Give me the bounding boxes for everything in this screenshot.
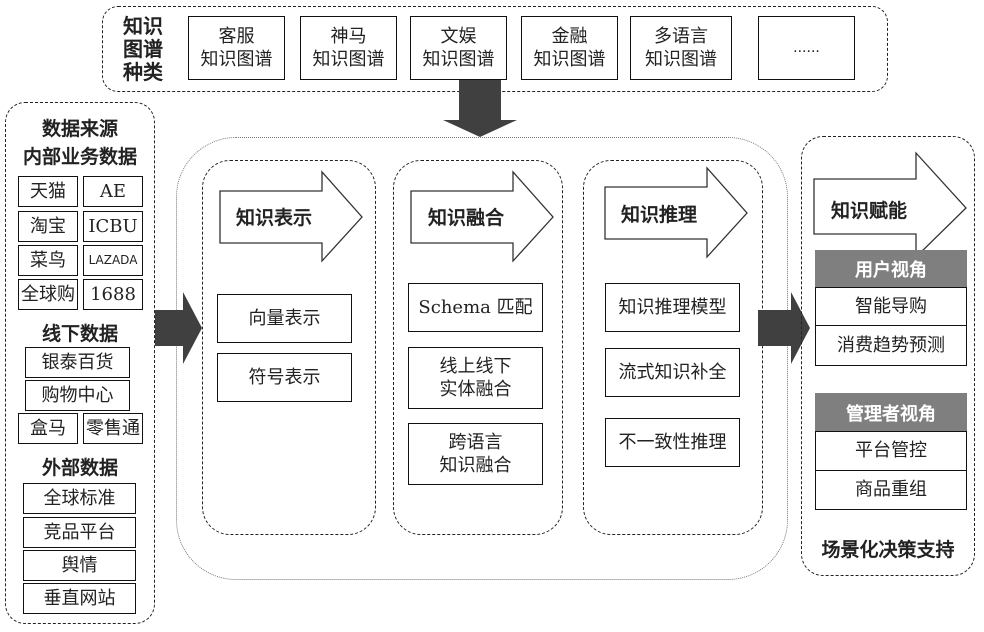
source-icbu[interactable]: ICBU	[83, 211, 143, 242]
source-shopping-center[interactable]: 购物中心	[25, 380, 130, 411]
stage-arrow-icon	[604, 166, 748, 259]
empowerment-arrow-icon	[813, 151, 967, 259]
user-view-smart-shopping[interactable]: 智能导购	[815, 287, 967, 326]
kg-construction-container	[176, 137, 788, 580]
kg-type-finance[interactable]: 金融 知识图谱	[521, 16, 618, 80]
manager-view-product-regroup[interactable]: 商品重组	[815, 470, 967, 510]
kg-type-name: 文娱	[440, 25, 477, 47]
stage-reasoning-panel	[583, 160, 763, 535]
method-vector-representation[interactable]: 向量表示	[217, 294, 352, 343]
external-data-title: 外部数据	[41, 457, 118, 479]
kg-type-customer-service[interactable]: 客服 知识图谱	[188, 16, 285, 80]
kg-type-multilingual[interactable]: 多语言 知识图谱	[630, 16, 732, 80]
stage-representation-panel	[202, 160, 376, 535]
data-sources-title: 数据来源	[41, 118, 118, 140]
source-ae[interactable]: AE	[83, 176, 143, 207]
kg-type-entertainment[interactable]: 文娱 知识图谱	[410, 16, 507, 80]
internal-data-title: 内部业务数据	[22, 146, 137, 168]
method-reasoning-model[interactable]: 知识推理模型	[605, 283, 740, 332]
kg-types-label: 知识 图谱 种类	[123, 14, 163, 84]
source-vertical-sites[interactable]: 垂直网站	[23, 583, 136, 614]
kg-type-name: 多语言	[654, 25, 708, 47]
method-online-offline-entity-fusion[interactable]: 线上线下 实体融合	[408, 347, 543, 409]
user-view-consumption-trend[interactable]: 消费趋势预测	[815, 325, 967, 366]
source-competitor[interactable]: 竞品平台	[23, 517, 136, 548]
empowerment-panel	[801, 136, 975, 576]
method-cross-lingual-fusion[interactable]: 跨语言 知识融合	[408, 423, 543, 485]
stage-fusion-panel	[393, 160, 563, 535]
right-arrow-icon	[758, 292, 810, 364]
manager-view-platform-control[interactable]: 平台管控	[815, 431, 967, 471]
right-arrow-icon	[155, 292, 202, 364]
stage-arrow-icon	[410, 170, 554, 263]
more-ellipsis: ......	[793, 39, 820, 56]
data-sources-panel	[5, 102, 155, 624]
kg-type-suffix: 知识图谱	[312, 49, 385, 70]
source-lst[interactable]: 零售通	[83, 413, 143, 444]
stage-reasoning-title: 知识推理	[621, 204, 698, 226]
method-symbolic-representation[interactable]: 符号表示	[217, 353, 352, 402]
source-cainiao[interactable]: 菜鸟	[18, 245, 78, 276]
method-schema-matching[interactable]: Schema 匹配	[408, 283, 543, 332]
kg-type-shenma[interactable]: 神马 知识图谱	[300, 16, 397, 80]
kg-type-name: 金融	[551, 25, 588, 47]
source-global-buy[interactable]: 全球购	[18, 279, 78, 310]
source-hema[interactable]: 盒马	[18, 413, 78, 444]
source-global-standard[interactable]: 全球标准	[23, 483, 136, 514]
kg-type-suffix: 知识图谱	[645, 49, 717, 70]
source-intime[interactable]: 银泰百货	[25, 347, 130, 378]
offline-data-title: 线下数据	[41, 323, 118, 345]
stage-fusion-title: 知识融合	[428, 207, 505, 229]
source-taobao[interactable]: 淘宝	[18, 211, 78, 242]
user-view-header: 用户视角	[815, 250, 967, 288]
manager-view-header: 管理者视角	[815, 393, 967, 432]
source-lazada[interactable]: LAZADA	[83, 245, 143, 276]
kg-type-more[interactable]: ......	[758, 16, 855, 80]
scenario-decision-support: 场景化决策支持	[821, 539, 955, 561]
stage-arrow-icon	[219, 170, 363, 263]
stage-representation-title: 知识表示	[236, 207, 313, 229]
method-inconsistency-reasoning[interactable]: 不一致性推理	[605, 418, 740, 467]
kg-type-suffix: 知识图谱	[422, 49, 495, 70]
empowerment-title: 知识赋能	[831, 200, 908, 222]
source-public-opinion[interactable]: 舆情	[23, 550, 136, 581]
kg-type-suffix: 知识图谱	[200, 49, 273, 70]
method-streaming-completion[interactable]: 流式知识补全	[605, 348, 740, 397]
kg-type-name: 神马	[330, 25, 367, 47]
down-arrow-icon	[443, 80, 517, 137]
kg-type-suffix: 知识图谱	[533, 49, 606, 70]
kg-type-name: 客服	[218, 25, 255, 47]
source-tmall[interactable]: 天猫	[18, 176, 78, 207]
source-1688[interactable]: 1688	[83, 279, 143, 310]
